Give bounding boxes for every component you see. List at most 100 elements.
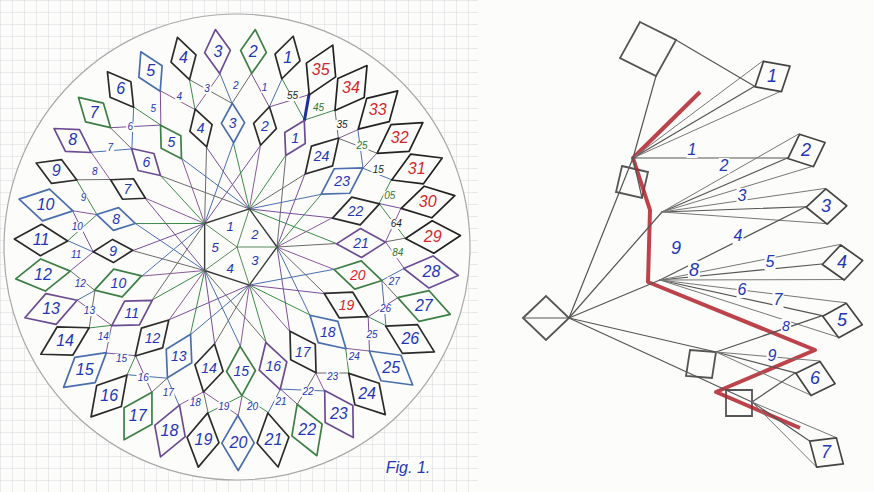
rhombus-number: 11 (125, 306, 140, 320)
rhombus-number: 10 (111, 276, 127, 290)
crease-line (660, 280, 846, 303)
rhombus-number: 10 (37, 197, 55, 213)
crease-line (338, 130, 358, 139)
region-number: 84 (391, 248, 404, 258)
crease-line (110, 125, 160, 128)
region-number: 24 (348, 352, 361, 362)
rhombus-outline (292, 404, 322, 455)
rhombus-outline (139, 51, 162, 91)
crease-line (145, 198, 205, 223)
crease-line (160, 91, 161, 125)
rhombus-outline (806, 188, 847, 223)
fold-rhombus: 6 (793, 356, 838, 401)
crease-line (382, 280, 386, 325)
crease-line (189, 80, 232, 104)
region-number: 22 (301, 387, 314, 397)
region-number: 2 (250, 228, 259, 241)
region-number: 15 (372, 165, 385, 175)
region-number: 64 (390, 219, 403, 229)
region-number: 9 (767, 348, 778, 364)
region-number: 10 (71, 222, 84, 232)
region-number: 2 (232, 81, 240, 91)
region-number: 21 (274, 397, 287, 407)
rhombus-number: 5 (837, 311, 847, 329)
crease-line (338, 138, 377, 153)
rhombus-number: 6 (810, 369, 820, 387)
fold-rhombus: 8 (94, 197, 138, 241)
rhombus-number: 30 (419, 194, 437, 210)
region-number: 3 (737, 188, 748, 204)
rhombus-outline (19, 189, 73, 221)
crease-line (662, 166, 813, 212)
region-number: 9 (670, 239, 682, 257)
fold-rhombus: 4 (179, 106, 223, 150)
crease-line (237, 209, 249, 247)
rhombus-number: 22 (298, 422, 316, 438)
crease-line (569, 280, 660, 318)
fold-rhombus: 22 (277, 400, 337, 460)
rhombus-number: 9 (52, 163, 61, 179)
crease-line (237, 247, 277, 248)
crease-line (204, 392, 239, 416)
rhombus-number: 16 (265, 359, 281, 373)
region-number: 25 (365, 330, 378, 340)
rhombus-outline (321, 168, 363, 194)
rhombus-number: 14 (201, 361, 217, 375)
fold-rhombus: 7 (106, 167, 150, 211)
crease-line (249, 269, 333, 285)
rhombus-number: 24 (358, 386, 376, 402)
region-number: 15 (115, 354, 128, 364)
crease-line (633, 86, 755, 158)
crease-line (282, 79, 304, 120)
crease-line (304, 95, 308, 120)
fold-rhombus: 4 (820, 240, 865, 285)
rhombus-number: 33 (369, 102, 387, 118)
crease-line (386, 238, 406, 242)
region-number: 14 (97, 332, 110, 342)
rhombus-number: 17 (295, 345, 311, 359)
rhombus-outline (110, 179, 145, 200)
region-number: 8 (781, 319, 791, 333)
rhombus-number: 16 (100, 388, 118, 404)
region-number: 5 (210, 241, 219, 254)
rhombus-number: 1 (291, 131, 299, 145)
rhombus-number: 18 (161, 423, 179, 439)
crease-line (569, 158, 633, 318)
region-number: 4 (226, 261, 235, 274)
region-number: 6 (737, 282, 748, 298)
fold-rhombus: 18 (140, 401, 200, 461)
rhombus-number: 21 (353, 236, 369, 250)
region-number: 1 (687, 142, 698, 158)
rhombus-outline (369, 351, 412, 385)
rhombus-number: 4 (197, 121, 205, 135)
rhombus-outline (222, 415, 254, 470)
fold-rhombus: 16 (246, 339, 300, 393)
region-number: 6 (126, 122, 134, 132)
crease-line (368, 298, 397, 317)
crease-line (205, 143, 234, 224)
crease-line (660, 244, 840, 280)
region-number: 7 (773, 292, 784, 308)
region-number: 13 (83, 306, 96, 316)
rhombus-number: 3 (214, 44, 223, 60)
region-number: 23 (326, 372, 339, 382)
rhombus-outline (97, 208, 135, 231)
fold-rhombus: 9 (91, 229, 135, 273)
fold-rhombus: 10 (91, 256, 145, 310)
crease-line (161, 176, 250, 209)
rhombus-number: 4 (179, 50, 188, 66)
rhombus-outline (401, 186, 455, 218)
region-number: 9 (80, 193, 88, 203)
crease-line (160, 91, 195, 110)
rhombus-outline (227, 346, 256, 395)
rhombus-number: 2 (801, 141, 811, 159)
rhombus-outline (391, 154, 441, 184)
crease-line (662, 212, 827, 224)
crease-line (277, 174, 305, 247)
rhombus-number: 23 (334, 174, 350, 188)
fold-rhombus: 5 (126, 47, 175, 96)
rhombus-number: 34 (342, 80, 360, 96)
crease-line (77, 290, 95, 300)
region-number: 25 (356, 141, 369, 151)
rhombus-number: 27 (415, 298, 433, 314)
